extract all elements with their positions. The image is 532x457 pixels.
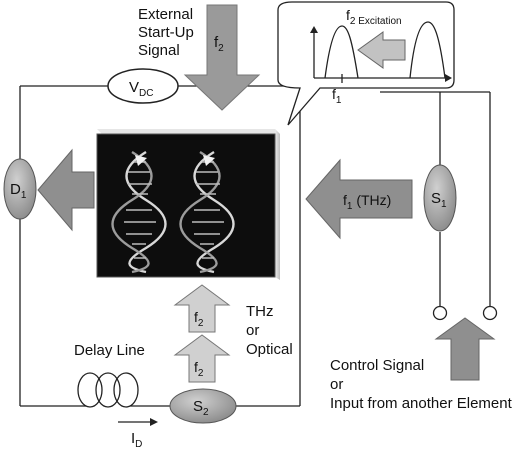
inset-title: f2 Excitation xyxy=(346,7,402,27)
delay-line-coil xyxy=(77,372,139,408)
current-label: ID xyxy=(131,430,142,450)
dna-panel xyxy=(96,129,280,280)
f2-up-arrow-lower-label: f2 xyxy=(194,359,204,379)
dna-helix-left xyxy=(111,150,167,274)
control-signal-label: Control Signal or Input from another Ele… xyxy=(330,357,513,412)
input-terminal-right xyxy=(482,305,498,321)
source-s2 xyxy=(169,388,237,424)
excitation-inset: f2 Excitation f1 xyxy=(277,1,455,126)
f2-up-arrow-lower xyxy=(173,334,231,383)
detector-d1 xyxy=(3,158,37,220)
output-arrow xyxy=(37,148,95,232)
detector-d1-label: D1 xyxy=(10,181,27,201)
external-signal-freq: f2 xyxy=(214,34,224,54)
thz-input-arrow xyxy=(305,158,413,240)
source-s1 xyxy=(423,164,457,232)
frequency-shift-arrow xyxy=(357,31,406,69)
external-signal-label: External Start-Up Signal xyxy=(138,6,198,59)
delay-line-label: Delay Line xyxy=(74,342,145,359)
dna-helix-right xyxy=(179,150,235,274)
vdc-label: VDC xyxy=(129,79,153,99)
thz-input-label: f1 (THz) xyxy=(343,192,391,212)
f2-up-arrow-upper xyxy=(173,284,231,333)
input-terminal-left xyxy=(432,305,448,321)
source-s1-label: S1 xyxy=(431,190,447,210)
f2-up-arrow-upper-label: f2 xyxy=(194,309,204,329)
external-signal-arrow xyxy=(183,4,261,111)
inset-f1-marker: f1 xyxy=(332,86,342,106)
vdc-source xyxy=(107,68,179,104)
thz-optical-label: THz or Optical xyxy=(246,303,293,358)
source-s2-label: S2 xyxy=(193,398,209,418)
control-signal-arrow xyxy=(434,317,496,381)
